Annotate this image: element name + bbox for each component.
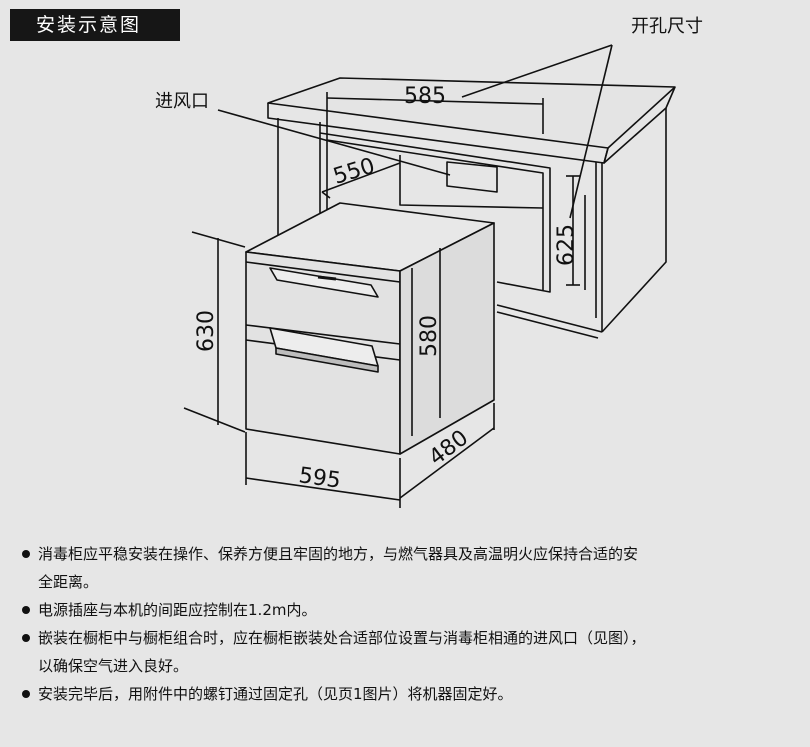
label-580: 580	[417, 315, 442, 357]
dim-unit-width	[245, 432, 401, 508]
dim-unit-height	[183, 231, 246, 433]
label-630: 630	[194, 310, 219, 352]
dim-cutout-width	[326, 92, 544, 134]
label-595: 595	[297, 463, 342, 494]
note-text: 安装完毕后，用附件中的螺钉通过固定孔（见页1图片）将机器固定好。	[38, 685, 513, 703]
dim-cutout-depth	[321, 162, 401, 199]
label-air-inlet: 进风口	[155, 91, 209, 112]
label-550: 550	[330, 154, 377, 190]
dim-unit-depth	[399, 403, 495, 499]
cabinet-cutout	[319, 132, 551, 293]
note-item: 电源插座与本机的间距应控制在1.2m内。	[20, 596, 805, 624]
air-inlet-vent	[446, 161, 498, 193]
cabinet-top	[267, 77, 676, 164]
leader-cutout-size-b	[569, 44, 613, 219]
note-item: 消毒柜应平稳安装在操作、保养方便且牢固的地方，与燃气器具及高温明火应保持合适的安…	[20, 540, 805, 596]
label-625: 625	[554, 224, 579, 266]
note-text-continued: 以确保空气进入良好。	[38, 657, 189, 675]
cabinet-body	[277, 108, 667, 339]
leader-air-inlet	[217, 109, 451, 176]
dim-cutout-height	[566, 175, 580, 286]
sterilizer-unit	[245, 202, 495, 455]
note-item: 安装完毕后，用附件中的螺钉通过固定孔（见页1图片）将机器固定好。	[20, 680, 805, 708]
note-item: 嵌装在橱柜中与橱柜组合时，应在橱柜嵌装处合适部位设置与消毒柜相通的进风口（见图）…	[20, 624, 805, 680]
note-text: 电源插座与本机的间距应控制在1.2m内。	[38, 601, 317, 619]
label-cutout-size: 开孔尺寸	[631, 16, 703, 37]
label-585: 585	[404, 84, 446, 109]
page-title: 安装示意图	[10, 9, 180, 41]
installation-diagram: 开孔尺寸 进风口 585 550 625 630 580 595 480	[155, 16, 703, 508]
note-text: 消毒柜应平稳安装在操作、保养方便且牢固的地方，与燃气器具及高温明火应保持合适的安	[38, 545, 639, 563]
note-text: 嵌装在橱柜中与橱柜组合时，应在橱柜嵌装处合适部位设置与消毒柜相通的进风口（见图）…	[38, 629, 646, 647]
leader-cutout-size-a	[461, 44, 613, 98]
note-text-continued: 全距离。	[38, 573, 99, 591]
installation-notes: 消毒柜应平稳安装在操作、保养方便且牢固的地方，与燃气器具及高温明火应保持合适的安…	[20, 540, 805, 708]
